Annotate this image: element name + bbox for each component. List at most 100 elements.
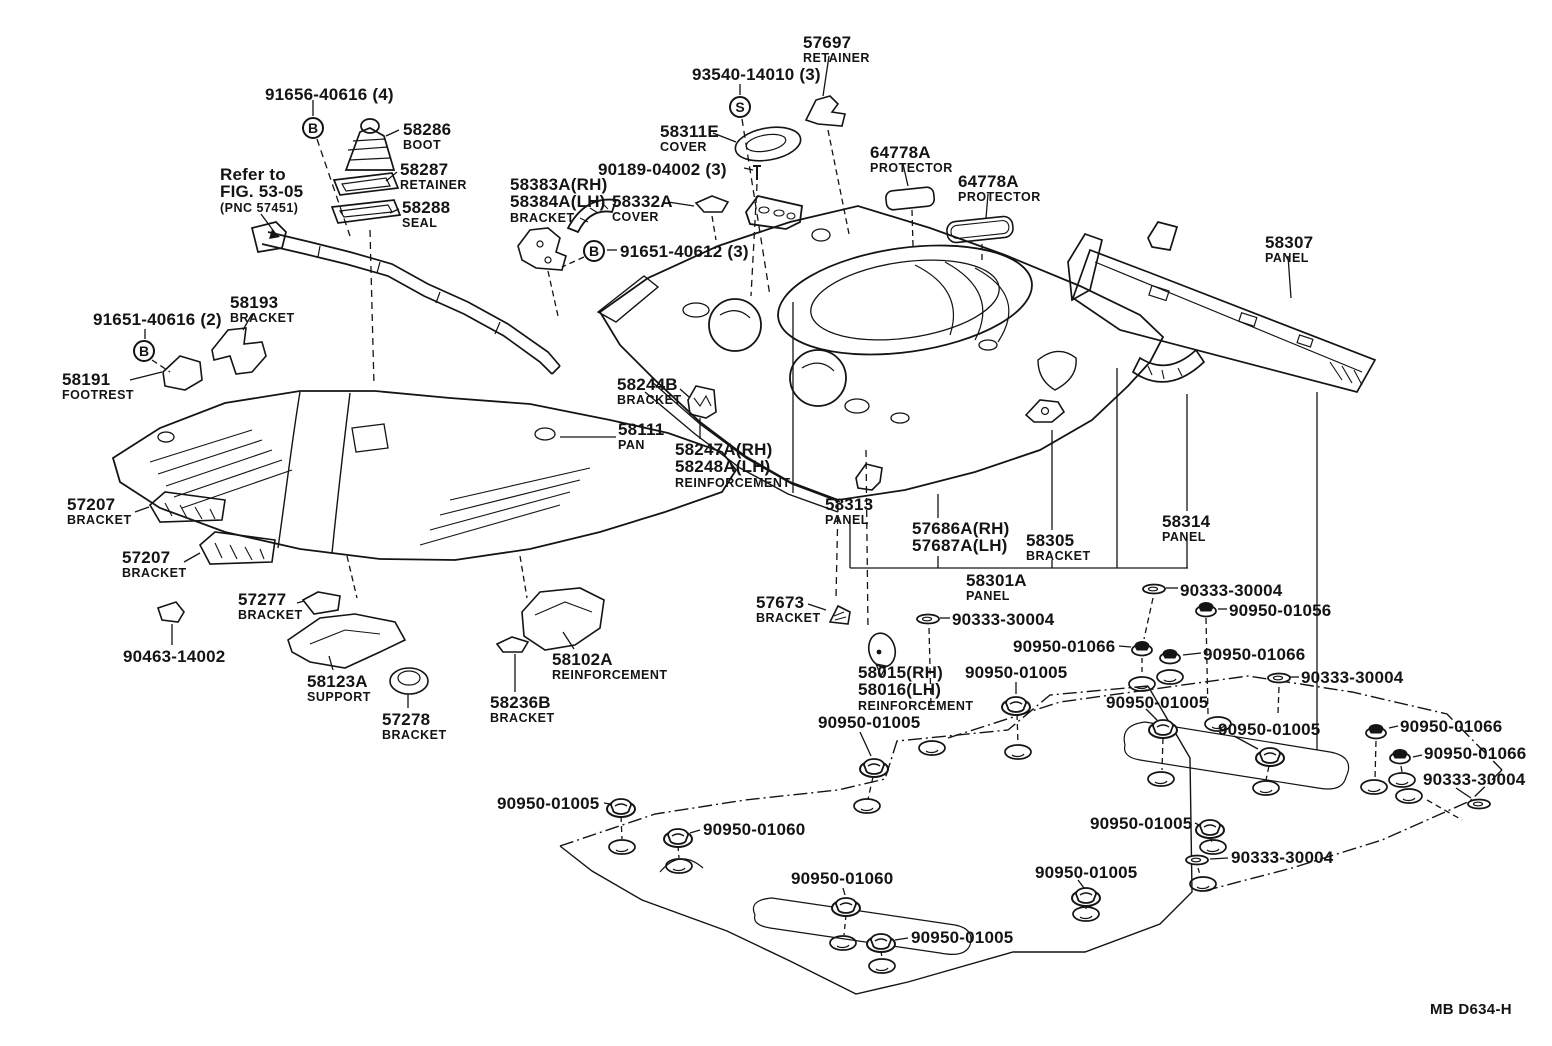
part-label: 91651-40612 (3): [620, 242, 749, 261]
part-descriptor: PANEL: [825, 513, 869, 528]
part-number: 91651-40612 (3): [620, 242, 749, 261]
part-descriptor: PROTECTOR: [870, 161, 953, 176]
figure-code: MB D634-H: [1430, 1001, 1512, 1018]
part-number: 58193: [230, 293, 279, 312]
part-number: 58287: [400, 160, 449, 179]
part-number: 64778A: [870, 143, 931, 162]
part-label: 90950-01005: [818, 714, 920, 732]
part-number: 93540-14010 (3): [692, 65, 821, 84]
part-number: 90950-01060: [703, 820, 806, 839]
part-label: 90189-04002 (3): [598, 161, 727, 179]
part-number: 58248A(LH): [675, 457, 771, 477]
part-label: 90950-01005: [497, 795, 599, 813]
part-number: 90950-01060: [791, 869, 894, 888]
part-descriptor: BRACKET: [490, 711, 555, 726]
callout-letter-b: B: [133, 340, 155, 362]
callout-letter-b: B: [302, 117, 324, 139]
part-label: 58247A(RH)58248A(LH)REINFORCEMENT: [675, 441, 791, 489]
part-number: 57207: [67, 495, 116, 514]
part-number: 57277: [238, 590, 287, 609]
part-number: 58311E: [660, 122, 719, 141]
part-descriptor: REINFORCEMENT: [858, 698, 974, 713]
part-number: 90950-01005: [1106, 693, 1209, 712]
undercover-drawing: [559, 675, 1503, 995]
part-label: 90333-30004: [1423, 770, 1526, 789]
part-descriptor: BRACKET: [122, 566, 187, 581]
floor-brace-drawing: [250, 221, 561, 375]
part-label: 90950-01005: [1106, 693, 1209, 712]
part-descriptor: BOOT: [403, 138, 442, 153]
callout-letter-s: S: [729, 96, 751, 118]
part-descriptor: BRACKET: [1026, 549, 1091, 564]
part-descriptor: PANEL: [1162, 530, 1206, 545]
shift-boot-parts: [330, 118, 402, 224]
part-descriptor: BRACKET: [510, 210, 575, 225]
part-number: 58015(RH): [858, 663, 943, 682]
part-number: 57697: [803, 33, 852, 52]
part-label: 90950-01005: [1218, 720, 1321, 739]
part-number: 90950-01066: [1013, 637, 1116, 656]
part-label: 90463-14002: [123, 648, 225, 666]
part-number: 58383A(RH): [510, 175, 608, 194]
part-label: 90950-01056: [1229, 601, 1332, 620]
part-descriptor: PANEL: [1265, 251, 1309, 266]
part-label: 58383A(RH)58384A(LH)BRACKET: [510, 176, 607, 224]
part-number: 58384A(LH): [510, 192, 606, 212]
callout-letter-b: B: [583, 240, 605, 262]
part-number: 57673: [756, 593, 805, 612]
leader-lines: [129, 55, 1472, 959]
part-label: 90950-01005: [911, 929, 1013, 947]
part-label: 90950-01066: [1424, 745, 1526, 763]
part-label: 91651-40616 (2): [93, 310, 222, 329]
part-label: 90950-01066: [1013, 637, 1116, 656]
part-descriptor: PAN: [618, 438, 645, 453]
front-floor-pan-drawing: [111, 390, 738, 561]
part-number: 90950-01056: [1229, 601, 1332, 620]
part-number: 91651-40616 (2): [93, 310, 222, 329]
part-number: 58288: [402, 198, 451, 217]
part-descriptor: BRACKET: [617, 393, 682, 408]
part-label: 57686A(RH)57687A(LH): [912, 520, 1009, 555]
part-descriptor: COVER: [612, 210, 659, 225]
part-number: 90950-01005: [965, 663, 1068, 682]
part-descriptor: SUPPORT: [307, 690, 371, 705]
part-label: 91656-40616 (4): [265, 86, 394, 104]
part-number: 90950-01066: [1400, 717, 1503, 736]
part-label: 90333-30004: [952, 610, 1055, 629]
part-descriptor: RETAINER: [400, 178, 467, 193]
part-number: 58247A(RH): [675, 440, 773, 459]
part-number: 58286: [403, 120, 452, 139]
part-label: 93540-14010 (3): [692, 65, 821, 84]
part-number: 58301A: [966, 571, 1027, 590]
part-number: 90950-01005: [1090, 814, 1193, 833]
part-number: 90950-01005: [1218, 720, 1321, 739]
part-label: 90333-30004: [1301, 668, 1404, 687]
part-label: 90333-30004: [1180, 581, 1283, 600]
part-number: 90333-30004: [952, 610, 1055, 629]
part-number: 90333-30004: [1180, 581, 1283, 600]
part-number: 58236B: [490, 693, 551, 712]
part-number: 90333-30004: [1423, 770, 1526, 789]
part-label: 90950-01060: [703, 820, 806, 839]
part-label: 90950-01060: [791, 869, 894, 888]
part-descriptor: RETAINER: [803, 51, 870, 66]
part-label: 90950-01005: [965, 663, 1068, 682]
part-number: 90333-30004: [1301, 668, 1404, 687]
